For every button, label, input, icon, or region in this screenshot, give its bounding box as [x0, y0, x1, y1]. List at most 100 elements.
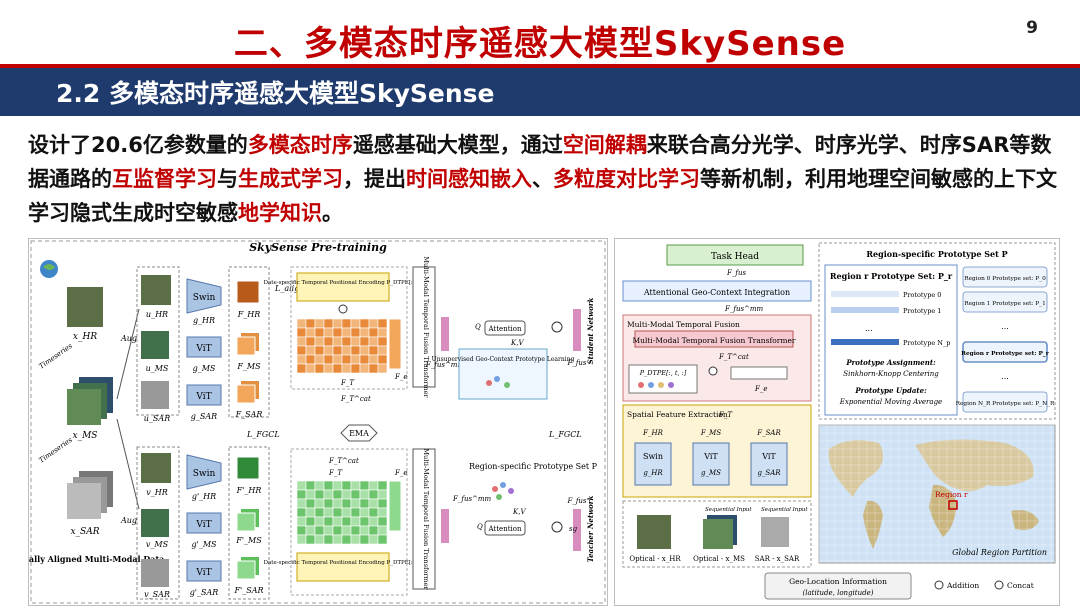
token-cell [350, 336, 361, 347]
branch-encoder-box [634, 442, 672, 486]
ugcl-box [458, 348, 548, 400]
top-view-label-hr: u_HR [146, 310, 168, 319]
token-cell [341, 354, 352, 365]
top-encoder-swin: Swin [186, 278, 222, 314]
right-f-fus: F_fus [726, 269, 746, 277]
branch-encoder-label: ViT [703, 452, 718, 461]
token-cell [350, 363, 361, 374]
region-r-marker [948, 500, 958, 510]
paragraph-text: 等新机制，利用地理空间敏感的上下文学习隐式生成时空敏感 [28, 167, 1057, 225]
region-item-label: Region N_R Prototype set: P_N_R [956, 401, 1055, 407]
ms-image-stack [67, 377, 113, 425]
token-cell [359, 507, 370, 518]
input-ms-label: x_MS [73, 431, 98, 441]
bottom-fus-mm-column [441, 509, 449, 543]
token-cell [359, 327, 370, 338]
prototype-bar-1 [831, 307, 899, 313]
token-cell [314, 327, 325, 338]
bottom-fcat-label: F_T^cat [328, 457, 359, 465]
aug-bottom: Aug [120, 516, 137, 525]
prototype-np: Prototype N_p [903, 339, 950, 347]
rps-title: Region-specific Prototype Set P [866, 249, 1007, 259]
mmtf-label: Multi-Modal Temporal Fusion Transformer [633, 336, 796, 345]
agci-label: Attentional Geo-Context Integration [643, 288, 790, 297]
bottom-fus-mm-label: F_fus^mm [452, 495, 492, 503]
branch-feature-label: F_MS [700, 429, 722, 437]
bottom-kv-label: K,V [512, 508, 526, 516]
top-kv-label: K,V [510, 339, 524, 347]
token-cell [296, 327, 307, 338]
top-view-sar [141, 381, 169, 409]
paragraph-text: ，提出 [343, 167, 406, 191]
token-cell [377, 534, 388, 545]
token-cell [350, 327, 361, 338]
token-cell [377, 345, 388, 356]
bottom-feature-box [228, 446, 270, 600]
sar-image-stack [67, 471, 113, 519]
token-cell [296, 534, 307, 545]
token-cell [377, 318, 388, 329]
token-cell [314, 525, 325, 536]
token-cell [368, 336, 379, 347]
slide-title: 二、多模态时序遥感大模型SkySense [233, 24, 847, 64]
token-cell [323, 345, 334, 356]
paragraph-text: 。 [322, 201, 343, 225]
token-cell [350, 480, 361, 491]
mmtf-section-label: Multi-Modal Temporal Fusion [627, 320, 740, 329]
branch-g-label: g_SAR [757, 469, 781, 477]
section-bar-accent [0, 64, 1080, 68]
top-ft-label: F_T [340, 379, 355, 387]
rps-sub: Region r Prototype Set: P_r [830, 271, 953, 281]
bottom-encoder-vit-sar [186, 560, 222, 582]
bottom-encoder-vit-ms-label: ViT [195, 520, 211, 530]
token-cell [332, 516, 343, 527]
branch-g-label: g_MS [701, 469, 721, 477]
region-item-label: Region 1 Prototype set: P_1 [964, 301, 1046, 307]
highlight-term: 时间感知嵌入 [406, 167, 532, 191]
prototype-0: Prototype 0 [903, 291, 941, 299]
partition-label: Global Region Partition [952, 548, 1047, 557]
token-cell [314, 507, 325, 518]
figure-frame [30, 240, 606, 604]
token-cell [305, 489, 316, 500]
hr-image [67, 287, 103, 327]
bottom-q-label: Q [477, 523, 483, 531]
top-fcat-label: F_T^cat [340, 395, 371, 403]
token-cell [350, 525, 361, 536]
top-add-icon [338, 304, 348, 314]
token-cell [296, 498, 307, 509]
input-label-ms: Optical - x_MS [693, 555, 745, 563]
assign-title: Prototype Assignment: [845, 358, 936, 367]
token-cell [368, 534, 379, 545]
top-dtpe-text: Date-specific Temporal Positional Encodi… [264, 280, 423, 286]
fe-tokens [730, 366, 788, 380]
token-cell [341, 318, 352, 329]
token-cell [359, 363, 370, 374]
l-fgcl-right: L_FGCL [548, 430, 582, 439]
bottom-token-grid [296, 480, 388, 545]
region-item [962, 291, 1048, 313]
task-head-label: Task Head [711, 252, 759, 262]
right-f-e: F_e [754, 385, 768, 393]
token-cell [368, 345, 379, 356]
section-bar [0, 64, 1080, 116]
aug-top: Aug [120, 334, 137, 343]
token-cell [341, 327, 352, 338]
token-cell [350, 354, 361, 365]
token-cell [314, 354, 325, 365]
token-cell [305, 327, 316, 338]
paragraph-text: 、 [532, 167, 553, 191]
right-p-dtpe: P_DTPE[:, t, :] [639, 369, 687, 377]
token-cell [332, 489, 343, 500]
input-optical-ms [703, 515, 737, 549]
highlight-term: 生成式学习 [238, 167, 343, 191]
prototype-1: Prototype 1 [903, 307, 941, 315]
top-q-label: Q [475, 323, 481, 331]
bottom-f-ms: F'_MS [235, 536, 262, 545]
token-cell [332, 354, 343, 365]
bottom-attention-label: Attention [488, 525, 522, 533]
region-item [962, 341, 1048, 363]
right-concat-icon [708, 366, 718, 376]
token-cell [377, 507, 388, 518]
bottom-dtpe-box [296, 552, 390, 582]
